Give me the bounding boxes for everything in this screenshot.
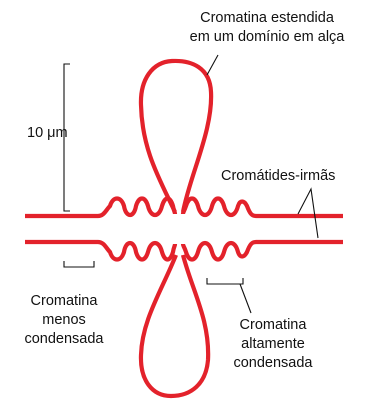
highly-condensed-label-line3: condensada bbox=[233, 355, 313, 371]
scale-label: 10 μm bbox=[27, 125, 68, 141]
upper-sister-chromatid bbox=[25, 196, 343, 219]
less-condensed-bracket bbox=[63, 261, 95, 268]
extended-leader bbox=[206, 54, 219, 76]
less-condensed-label-line3: condensada bbox=[24, 331, 104, 347]
highly-condensed-label-line1: Cromatina bbox=[240, 317, 308, 333]
highly-condensed-label-line2: altamente bbox=[241, 336, 305, 352]
lower-loop bbox=[138, 254, 211, 399]
sisters-leader bbox=[297, 187, 319, 239]
scale-bar bbox=[63, 63, 70, 212]
less-condensed-label-line2: menos bbox=[42, 312, 86, 328]
extended-chromatin-label-line2: em um domínio em alça bbox=[190, 29, 346, 45]
lower-sister-chromatid bbox=[25, 239, 343, 262]
less-condensed-label-line1: Cromatina bbox=[31, 293, 99, 309]
upper-loop bbox=[138, 58, 214, 213]
extended-chromatin-label-line1: Cromatina estendida bbox=[200, 10, 335, 26]
sister-chromatids-label: Cromátides-irmãs bbox=[221, 168, 335, 184]
highly-condensed-bracket bbox=[206, 278, 252, 314]
